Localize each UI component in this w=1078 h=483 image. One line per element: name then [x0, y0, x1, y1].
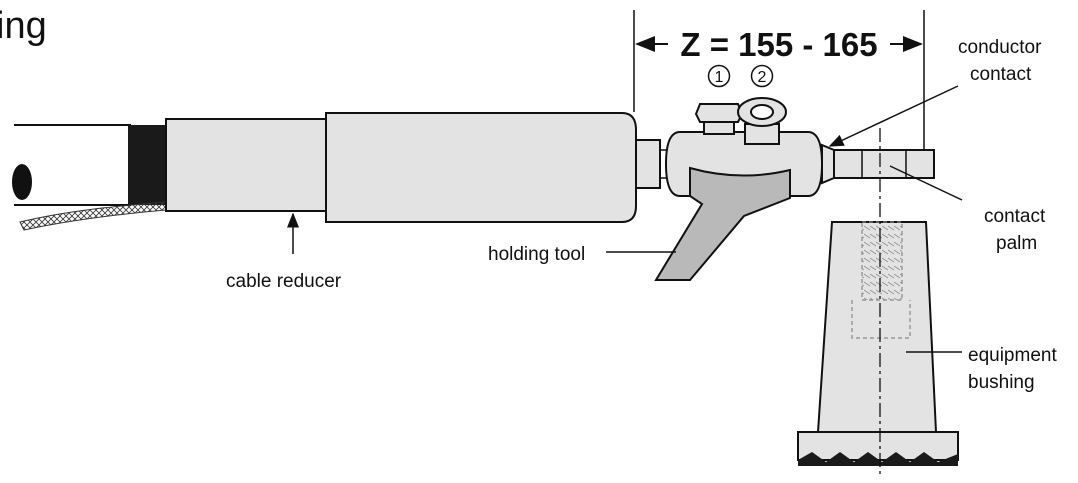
label-cable-reducer: cable reducer	[226, 271, 342, 292]
label-contact-palm-line1: contact	[984, 206, 1046, 227]
label-contact-palm-line2: palm	[996, 233, 1037, 254]
cable-reducer	[165, 112, 637, 223]
contact-palm-shape	[833, 149, 935, 179]
equipment-bushing-shape	[797, 221, 959, 466]
bolt-2	[737, 97, 787, 145]
label-holding-tool: holding tool	[488, 244, 585, 265]
dimension-text: Z = 155 - 165	[680, 26, 877, 63]
connector-neck	[635, 139, 661, 189]
label-equipment-bushing-line1: equipment	[968, 345, 1057, 366]
label-conductor-contact-line2: contact	[970, 64, 1032, 85]
label-conductor-contact-line1: conductor	[958, 37, 1042, 58]
screen-wires	[19, 201, 167, 231]
sealing-tape	[128, 125, 168, 205]
title-fragment: ing	[0, 5, 47, 47]
callout-2-number: 2	[758, 69, 767, 86]
conductor-contact-leader	[828, 85, 959, 147]
cable	[12, 124, 168, 231]
label-equipment-bushing-line2: bushing	[968, 372, 1035, 393]
callout-1-number: 1	[715, 69, 724, 86]
dimension-z: Z = 155 - 165	[633, 10, 925, 150]
contact-palm-leader	[889, 165, 963, 201]
bolt-1	[694, 103, 744, 135]
callout-2: 2	[750, 64, 774, 88]
holding-tool-shape	[654, 166, 791, 281]
callout-1: 1	[707, 64, 731, 88]
